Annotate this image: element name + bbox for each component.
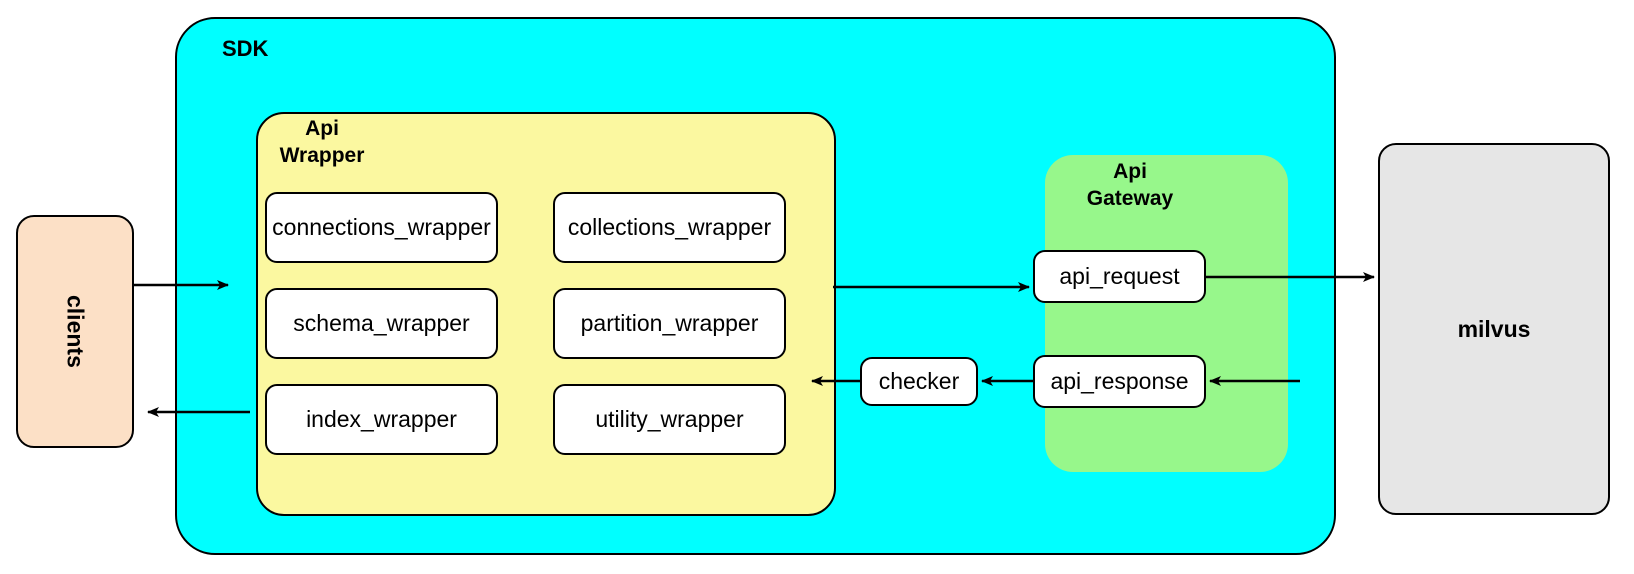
module-collections-wrapper[interactable]: collections_wrapper	[553, 192, 786, 263]
module-index-wrapper[interactable]: index_wrapper	[265, 384, 498, 455]
api-gateway-label-line1: Api	[1113, 160, 1147, 183]
clients-box[interactable]: clients	[16, 215, 134, 448]
api-gateway-label-line2: Gateway	[1086, 187, 1174, 210]
checker-label: checker	[878, 368, 960, 394]
module-connections-wrapper[interactable]: connections_wrapper	[265, 192, 498, 263]
module-label: collections_wrapper	[567, 214, 772, 240]
api-response-box[interactable]: api_response	[1033, 355, 1206, 408]
module-partition-wrapper[interactable]: partition_wrapper	[553, 288, 786, 359]
api-request-box[interactable]: api_request	[1033, 250, 1206, 303]
checker-box[interactable]: checker	[860, 357, 978, 406]
module-schema-wrapper[interactable]: schema_wrapper	[265, 288, 498, 359]
api-wrapper-label-line2: Wrapper	[279, 144, 365, 167]
module-label: partition_wrapper	[580, 310, 759, 336]
milvus-label: milvus	[1457, 315, 1531, 342]
milvus-box[interactable]: milvus	[1378, 143, 1610, 515]
api-gateway-container	[1045, 155, 1288, 472]
api-gateway-label: Api Gateway	[1040, 158, 1220, 212]
module-label: connections_wrapper	[272, 214, 491, 240]
module-utility-wrapper[interactable]: utility_wrapper	[553, 384, 786, 455]
api-request-label: api_request	[1059, 263, 1180, 289]
sdk-label: SDK	[222, 36, 269, 61]
api-response-label: api_response	[1050, 368, 1189, 394]
api-wrapper-label: Api Wrapper	[262, 115, 382, 169]
clients-label: clients	[62, 295, 89, 368]
module-label: index_wrapper	[306, 406, 457, 432]
api-wrapper-label-line1: Api	[305, 117, 339, 140]
module-label: utility_wrapper	[595, 406, 744, 432]
module-label: schema_wrapper	[293, 310, 470, 336]
